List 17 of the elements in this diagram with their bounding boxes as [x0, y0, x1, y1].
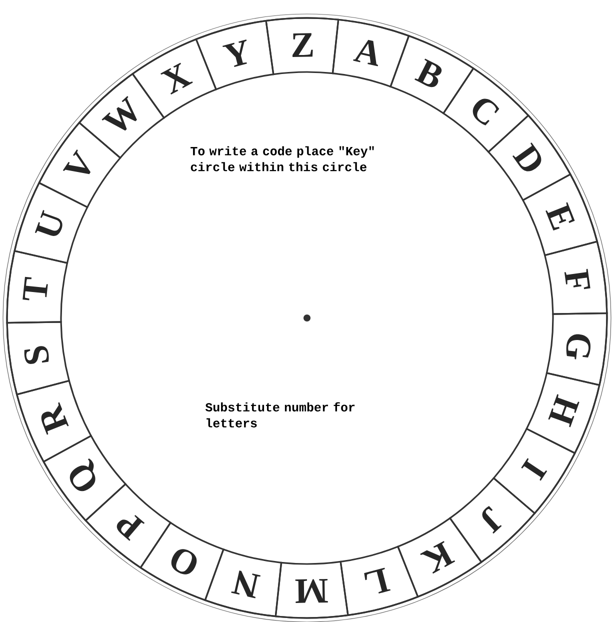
letter-cell: T: [6, 250, 68, 324]
letter-cell: I: [492, 428, 576, 514]
instruction-text: Substitute number for letters: [205, 402, 355, 428]
letter-cell: M: [274, 560, 349, 619]
letter-cell: Z: [265, 17, 340, 76]
letter-cell: U: [14, 182, 88, 264]
letter-cell: Y: [195, 20, 274, 90]
letter-cell: K: [397, 517, 482, 598]
instruction-text: To write a code place "Key" circle within this circle: [190, 146, 374, 172]
letter-cell: S: [6, 321, 70, 396]
letter-cell: F: [544, 240, 608, 315]
letter-cell: L: [340, 546, 419, 616]
letter-cell: G: [546, 312, 608, 386]
letter-cell: E: [522, 174, 598, 256]
letter-cell: A: [332, 18, 410, 88]
letter-cell: H: [526, 372, 600, 454]
letter-cell: N: [204, 548, 282, 618]
